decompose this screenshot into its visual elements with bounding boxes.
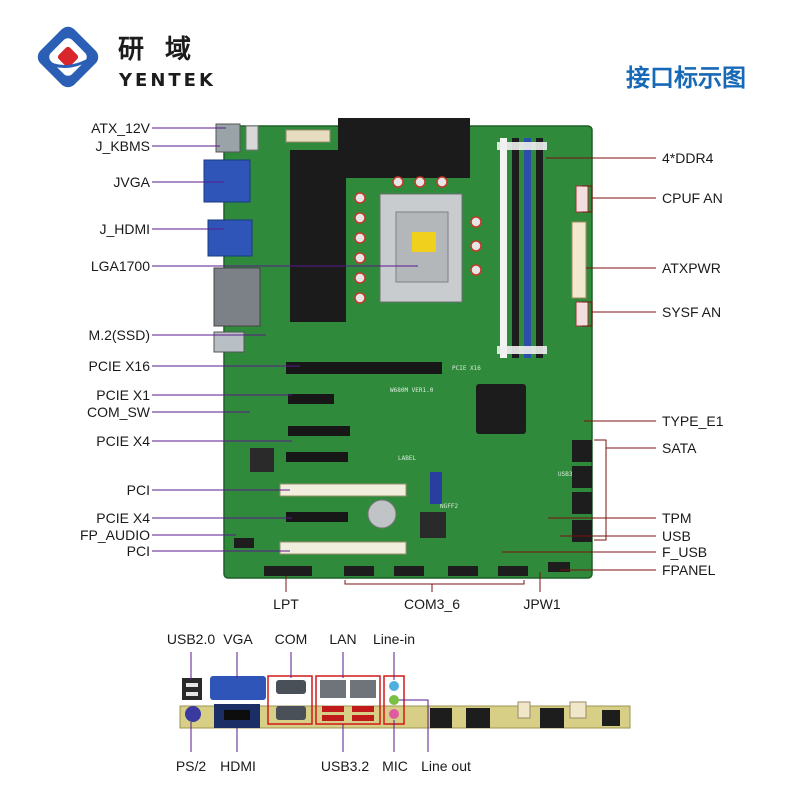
io-label-usb20: USB2.0	[167, 631, 215, 647]
callout-usb: USB	[662, 528, 691, 544]
callout-ddr4: 4*DDR4	[662, 150, 714, 166]
io-label-line-out: Line out	[421, 758, 471, 774]
pcie-x16-slot	[286, 362, 442, 374]
callout-pcie-x4-a: PCIE X4	[96, 433, 150, 449]
callout-sata: SATA	[662, 440, 697, 456]
callout-j-kbms: J_KBMS	[96, 138, 150, 154]
callout-jvga: JVGA	[113, 174, 150, 190]
io-label-com: COM	[275, 631, 308, 647]
io-label-line-in: Line-in	[373, 631, 415, 647]
vga-connector	[203, 159, 251, 203]
callout-fpanel: FPANEL	[662, 562, 716, 578]
io-label-hdmi: HDMI	[220, 758, 256, 774]
vrm-heatsink-top	[338, 118, 470, 178]
callout-fp-audio: FP_AUDIO	[80, 527, 150, 543]
callout-lpt: LPT	[273, 596, 299, 612]
silk-ngff: NGFF2	[440, 503, 458, 510]
bottom-leaders	[285, 572, 541, 592]
callout-pcie-x4-b: PCIE X4	[96, 510, 150, 526]
callout-f-usb: F_USB	[662, 544, 707, 560]
callout-atxpwr: ATXPWR	[662, 260, 721, 276]
io-label-usb32: USB3.2	[321, 758, 369, 774]
callout-pci-a: PCI	[127, 482, 150, 498]
io-label-vga: VGA	[223, 631, 253, 647]
callout-tpm: TPM	[662, 510, 692, 526]
callout-pcie-x16: PCIE X16	[89, 358, 151, 374]
page-title: 接口标示图	[626, 64, 746, 92]
right-leaders	[502, 157, 656, 571]
silk-label: LABEL	[398, 455, 416, 462]
io-label-mic: MIC	[382, 758, 408, 774]
callout-com-sw: COM_SW	[87, 404, 151, 420]
callout-pci-b: PCI	[127, 543, 150, 559]
brand-name-cn: 研 域	[118, 35, 197, 65]
left-callouts: ATX_12V J_KBMS JVGA J_HDMI LGA1700 M.2(S…	[80, 120, 151, 559]
right-callouts: 4*DDR4 CPUF AN ATXPWR SYSF AN TYPE_E1 SA…	[662, 150, 724, 578]
lan-usb-stack	[213, 267, 261, 327]
io-label-lan: LAN	[329, 631, 356, 647]
atx12v-connector	[215, 123, 241, 153]
callout-m2: M.2(SSD)	[89, 327, 150, 343]
atx-power-connector	[571, 221, 587, 299]
callout-pcie-x1: PCIE X1	[96, 387, 150, 403]
chipset-heatsink	[476, 384, 526, 434]
silk-pcie16: PCIE X16	[452, 365, 481, 372]
silk-usb30: USB3.0	[558, 471, 580, 478]
callout-com3-6: COM3_6	[404, 596, 460, 612]
io-leaders	[190, 652, 429, 752]
callout-jpw1: JPW1	[523, 596, 561, 612]
callout-sys-fan: SYSF AN	[662, 304, 721, 320]
silk-model: W680M VER1.0	[390, 387, 434, 394]
callout-j-hdmi: J_HDMI	[99, 221, 150, 237]
left-leaders	[152, 127, 418, 552]
hdmi-connector	[207, 219, 253, 257]
brand-name-en: YENTEK	[118, 70, 216, 91]
cpu-socket-icon	[379, 193, 463, 303]
callout-cpu-fan: CPUF AN	[662, 190, 723, 206]
io-label-ps2: PS/2	[176, 758, 207, 774]
callout-atx12v: ATX_12V	[91, 120, 151, 136]
callout-type-e1: TYPE_E1	[662, 413, 724, 429]
vrm-heatsink-left	[290, 150, 346, 322]
logo-icon	[37, 26, 99, 88]
io-panel	[179, 675, 631, 729]
callout-lga1700: LGA1700	[91, 258, 150, 274]
ddr4-slots	[497, 138, 547, 358]
motherboard: PCIE X16 W680M VER1.0 LABEL USB3.0 NGFF2	[203, 118, 593, 579]
bottom-callouts: LPT COM3_6 JPW1	[273, 596, 561, 612]
coin-battery-icon	[367, 499, 397, 529]
